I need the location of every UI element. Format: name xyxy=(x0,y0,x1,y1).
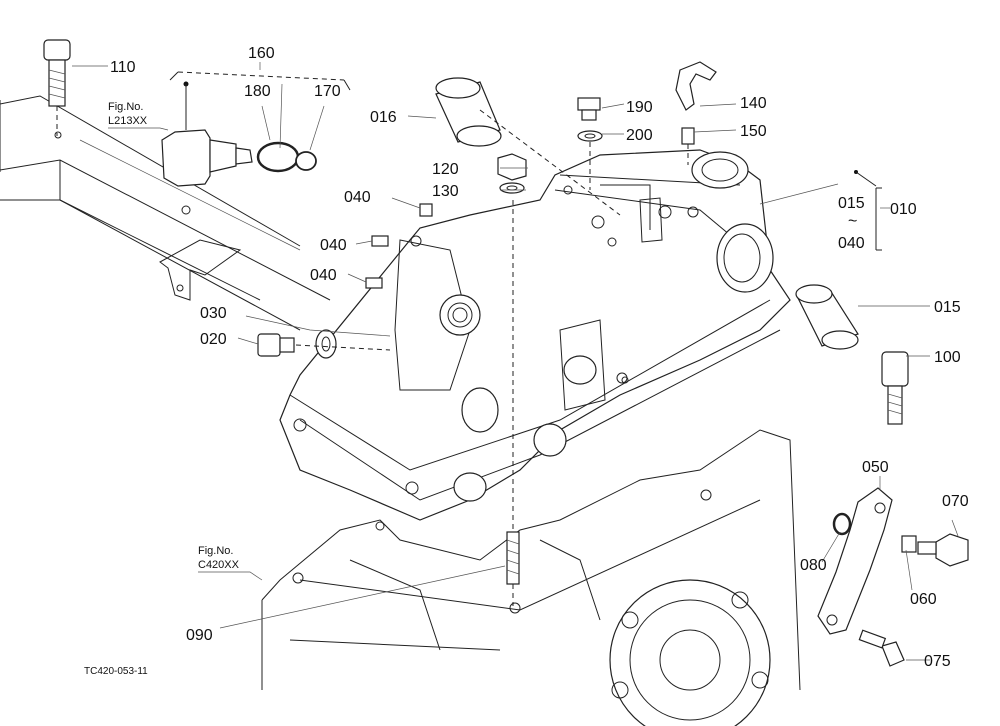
label-050: 050 xyxy=(862,459,889,476)
hydraulic-housing xyxy=(279,149,791,521)
valve-160 xyxy=(161,71,351,187)
label-tilde: ~ xyxy=(848,213,857,230)
fig-ref-c420-line1: Fig.No. xyxy=(198,545,233,557)
plug-190 xyxy=(577,97,603,190)
fig-ref-l213-line1: Fig.No. xyxy=(108,101,143,113)
fig-ref-lines xyxy=(108,127,263,581)
label-090: 090 xyxy=(186,627,213,644)
label-075: 075 xyxy=(924,653,951,670)
label-160: 160 xyxy=(248,45,275,62)
label-180: 180 xyxy=(244,83,271,100)
part-labels: 110 160 180 170 016 190 140 200 150 120 … xyxy=(110,45,969,670)
label-100: 100 xyxy=(934,349,961,366)
label-060: 060 xyxy=(910,591,937,608)
stud-090 xyxy=(506,200,520,606)
plug-020 xyxy=(257,329,391,359)
label-016: 016 xyxy=(370,109,397,126)
label-130: 130 xyxy=(432,183,459,200)
label-020: 020 xyxy=(200,331,227,348)
label-110: 110 xyxy=(110,59,136,76)
bushing-016 xyxy=(435,77,621,216)
fig-references: Fig.No. L213XX Fig.No. C420XX xyxy=(108,101,240,571)
group-brace-010 xyxy=(854,170,890,251)
plug-120 xyxy=(497,153,527,194)
label-040-a: 040 xyxy=(344,189,371,206)
label-015-group: 015 xyxy=(838,195,865,212)
leader-lines xyxy=(72,62,959,661)
label-040-d: 040 xyxy=(838,235,865,252)
label-170: 170 xyxy=(314,83,341,100)
bracket-050 xyxy=(817,487,969,667)
label-190: 190 xyxy=(626,99,653,116)
frame-rail xyxy=(0,95,331,331)
label-040-b: 040 xyxy=(320,237,347,254)
bolt-100 xyxy=(881,351,909,425)
hose-140 xyxy=(675,61,717,165)
label-140: 140 xyxy=(740,95,767,112)
fig-ref-c420-line2: C420XX xyxy=(198,559,240,571)
transmission-case xyxy=(261,376,801,726)
label-030: 030 xyxy=(200,305,227,322)
label-010: 010 xyxy=(890,201,917,218)
label-120: 120 xyxy=(432,161,459,178)
diagram-code: TC420-053-11 xyxy=(84,666,148,677)
label-080: 080 xyxy=(800,557,827,574)
bushing-015 xyxy=(795,284,859,350)
label-015: 015 xyxy=(934,299,961,316)
label-040-c: 040 xyxy=(310,267,337,284)
label-150: 150 xyxy=(740,123,767,140)
fig-ref-l213-line2: L213XX xyxy=(108,115,148,127)
set-screws-040 xyxy=(365,203,433,289)
label-200: 200 xyxy=(626,127,653,144)
label-070: 070 xyxy=(942,493,969,510)
bolt-110 xyxy=(43,39,71,136)
